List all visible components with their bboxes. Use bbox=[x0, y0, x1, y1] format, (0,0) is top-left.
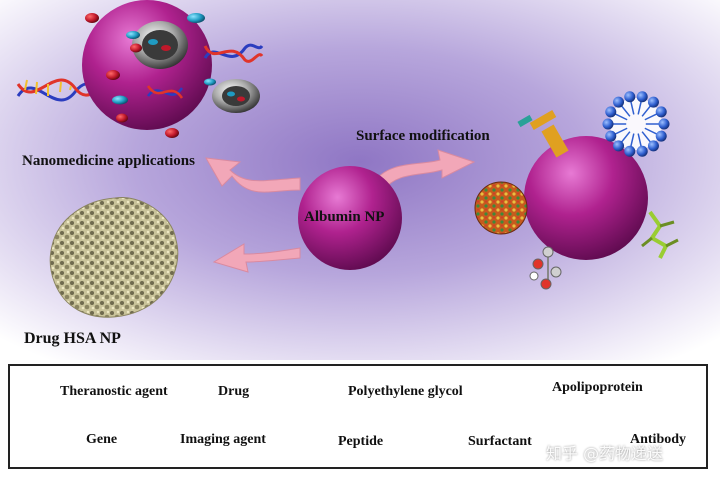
surfactant-head bbox=[605, 130, 617, 142]
surfactant-head bbox=[624, 91, 636, 103]
surfactant-head bbox=[636, 145, 648, 157]
surfactant-head bbox=[602, 118, 614, 130]
theranostic-agent-large bbox=[132, 21, 188, 69]
antibody-attached bbox=[517, 110, 569, 158]
surfactant-head bbox=[655, 130, 667, 142]
surface-modification-label: Surface modification bbox=[356, 128, 490, 144]
legend-label-surfactant: Surfactant bbox=[468, 434, 532, 449]
legend-label-antibody: Antibody bbox=[630, 432, 687, 447]
drug-particle bbox=[130, 43, 142, 53]
albumin-np-sphere bbox=[298, 166, 402, 270]
watermark: 知乎 @药物递送 bbox=[546, 444, 664, 463]
surfactant-head bbox=[658, 118, 670, 130]
surfactant-head bbox=[613, 96, 625, 108]
legend-label-drug: Drug bbox=[218, 384, 250, 399]
legend-label-polyethylene-glycol: Polyethylene glycol bbox=[348, 384, 463, 399]
surfactant-head bbox=[605, 106, 617, 118]
surfactant-head bbox=[647, 140, 659, 152]
surfactant-head bbox=[613, 140, 625, 152]
albumin-np-label: Albumin NP bbox=[304, 209, 385, 225]
imaging-agent-particle bbox=[204, 78, 216, 86]
drug-hsa-np bbox=[49, 197, 179, 318]
surfactant-attached bbox=[602, 91, 670, 157]
drug-hsa-np-label: Drug HSA NP bbox=[24, 330, 121, 347]
peg-attached bbox=[529, 246, 562, 290]
surfactant-head bbox=[647, 96, 659, 108]
legend-box bbox=[8, 364, 708, 469]
surface-modified-sphere bbox=[524, 136, 648, 260]
imaging-agent-particle bbox=[112, 95, 128, 105]
surface-modified-np-group bbox=[474, 91, 679, 290]
drug-hsa-np-group bbox=[49, 197, 179, 318]
arrow-to-nanomedicine bbox=[205, 157, 301, 193]
nanomedicine-sphere-group bbox=[16, 0, 264, 138]
surfactant-head bbox=[624, 145, 636, 157]
drug-particle bbox=[106, 70, 120, 80]
dna-strand-inner bbox=[146, 85, 184, 99]
dna-strand-right bbox=[203, 43, 264, 63]
peptide-attached bbox=[641, 210, 679, 259]
drug-particle bbox=[116, 113, 128, 123]
drug-particle bbox=[165, 128, 179, 138]
arrow-to-drug-hsa bbox=[212, 243, 301, 273]
arrow-to-surface-modification bbox=[373, 149, 476, 191]
legend-label-imaging-agent: Imaging agent bbox=[180, 432, 266, 447]
apolipoprotein-particle bbox=[474, 181, 528, 235]
imaging-agent-particle bbox=[187, 13, 205, 23]
imaging-agent-particle bbox=[126, 31, 140, 39]
theranostic-agent-small bbox=[212, 79, 260, 113]
legend-label-peptide: Peptide bbox=[338, 434, 384, 449]
surfactant-head bbox=[636, 91, 648, 103]
legend-label-theranostic-agent: Theranostic agent bbox=[60, 384, 168, 399]
legend-label-apolipoprotein: Apolipoprotein bbox=[552, 380, 643, 395]
nanomedicine-applications-label: Nanomedicine applications bbox=[22, 153, 195, 169]
surfactant-head bbox=[655, 106, 667, 118]
drug-particle bbox=[85, 13, 99, 23]
legend-label-gene: Gene bbox=[86, 432, 118, 447]
